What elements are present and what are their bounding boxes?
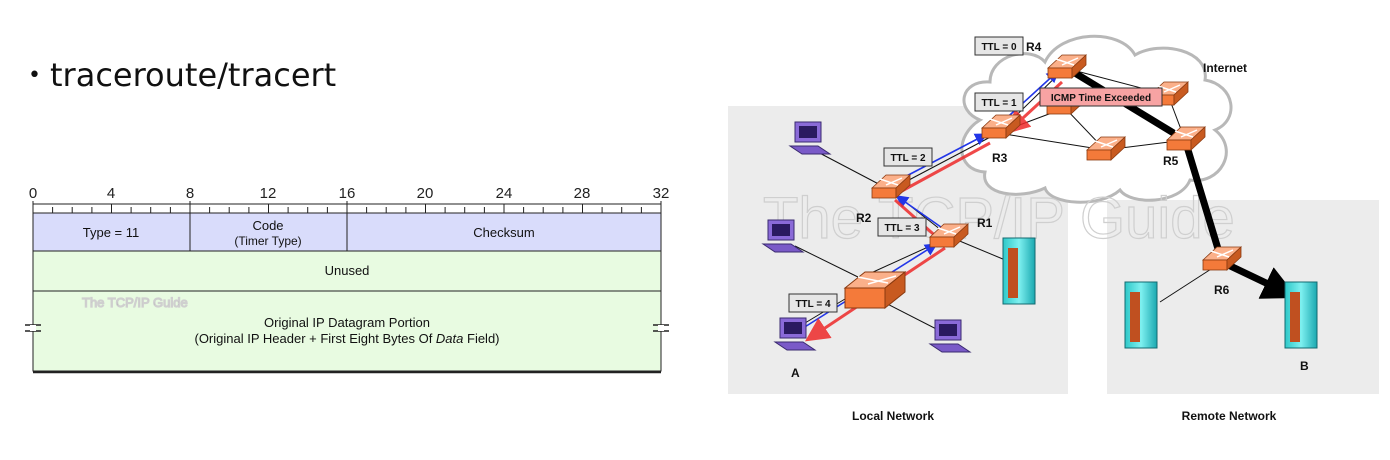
local-switch bbox=[843, 270, 907, 310]
row-datagram bbox=[32, 290, 662, 372]
bullet-text: traceroute/tracert bbox=[50, 56, 337, 94]
break-mark-left bbox=[25, 324, 41, 332]
network-watermark: The TCP/IP Guide bbox=[763, 186, 1235, 251]
server-local bbox=[1002, 237, 1036, 305]
datagram-line1: Original IP Datagram Portion bbox=[264, 315, 430, 330]
svg-text:TTL = 0: TTL = 0 bbox=[981, 42, 1017, 53]
code-subfield: (Timer Type) bbox=[234, 234, 301, 248]
host-label-a: A bbox=[791, 366, 800, 380]
network-diagram: The TCP/IP Guide bbox=[728, 34, 1379, 423]
router-r6 bbox=[1201, 246, 1243, 271]
header-watermark: The TCP/IP Guide bbox=[82, 295, 188, 310]
bit-tick: 28 bbox=[574, 185, 591, 202]
svg-text:ICMP Time Exceeded: ICMP Time Exceeded bbox=[1051, 93, 1151, 104]
bullet-dot: • bbox=[28, 63, 41, 88]
code-field: Code bbox=[252, 218, 283, 233]
server-b bbox=[1284, 281, 1318, 349]
router-label-r1: R1 bbox=[977, 216, 993, 230]
bit-tick: 16 bbox=[339, 185, 356, 202]
remote-network-label: Remote Network bbox=[1182, 409, 1277, 423]
icmp-header-table: Type = 11 Code (Timer Type) Checksum Unu… bbox=[25, 212, 669, 374]
workstation-bottom-right bbox=[928, 319, 972, 353]
local-network-label: Local Network bbox=[852, 409, 934, 423]
internet-cloud bbox=[960, 34, 1233, 204]
bit-tick: 20 bbox=[417, 185, 434, 202]
svg-text:TTL = 3: TTL = 3 bbox=[884, 223, 920, 234]
internet-label: Internet bbox=[1203, 61, 1247, 75]
svg-text:TTL = 2: TTL = 2 bbox=[890, 153, 926, 164]
datagram-line2: (Original IP Header + First Eight Bytes … bbox=[194, 331, 499, 346]
ttl-label: TTL = 4 bbox=[788, 293, 838, 313]
unused-field: Unused bbox=[325, 263, 370, 278]
row-unused bbox=[32, 250, 662, 292]
router-r2 bbox=[870, 174, 912, 199]
bit-tick: 24 bbox=[496, 185, 513, 202]
svg-text:TTL = 4: TTL = 4 bbox=[795, 299, 831, 310]
server-remote bbox=[1124, 281, 1158, 349]
break-mark-right bbox=[653, 324, 669, 332]
router-r1 bbox=[928, 223, 970, 248]
ttl-label: TTL = 3 bbox=[877, 217, 927, 237]
router-cloud-middle bbox=[1085, 136, 1127, 161]
router-r3 bbox=[980, 114, 1022, 139]
ttl-label: TTL = 1 bbox=[974, 92, 1024, 112]
icmp-time-exceeded-label: ICMP Time Exceeded bbox=[1039, 87, 1163, 107]
workstation-left bbox=[761, 219, 805, 253]
workstation-a bbox=[773, 317, 817, 351]
router-r5 bbox=[1165, 126, 1207, 151]
ttl-label: TTL = 0 bbox=[974, 36, 1024, 56]
workstation-top bbox=[788, 121, 832, 155]
ttl-labels: TTL = 0 TTL = 1 TTL = 2 TTL = 3 TTL = 4 … bbox=[788, 36, 1163, 313]
ttl-label: TTL = 2 bbox=[883, 147, 933, 167]
bit-tick: 8 bbox=[186, 185, 194, 202]
bit-tick: 32 bbox=[653, 185, 670, 202]
router-label-r5: R5 bbox=[1163, 154, 1179, 168]
router-label-r3: R3 bbox=[992, 151, 1008, 165]
checksum-field: Checksum bbox=[473, 225, 534, 240]
type-field: Type = 11 bbox=[83, 225, 140, 240]
host-label-b: B bbox=[1300, 359, 1309, 373]
router-r4 bbox=[1046, 54, 1088, 79]
bit-tick: 4 bbox=[107, 185, 115, 202]
bit-tick: 12 bbox=[260, 185, 277, 202]
router-label-r2: R2 bbox=[856, 211, 872, 225]
router-label-r4: R4 bbox=[1026, 40, 1042, 54]
svg-text:TTL = 1: TTL = 1 bbox=[981, 98, 1017, 109]
bullet-item: • traceroute/tracert bbox=[28, 56, 336, 94]
router-label-r6: R6 bbox=[1214, 283, 1230, 297]
bit-tick: 0 bbox=[29, 185, 37, 202]
bit-ruler: 0 4 8 12 16 20 24 28 32 bbox=[29, 185, 670, 213]
